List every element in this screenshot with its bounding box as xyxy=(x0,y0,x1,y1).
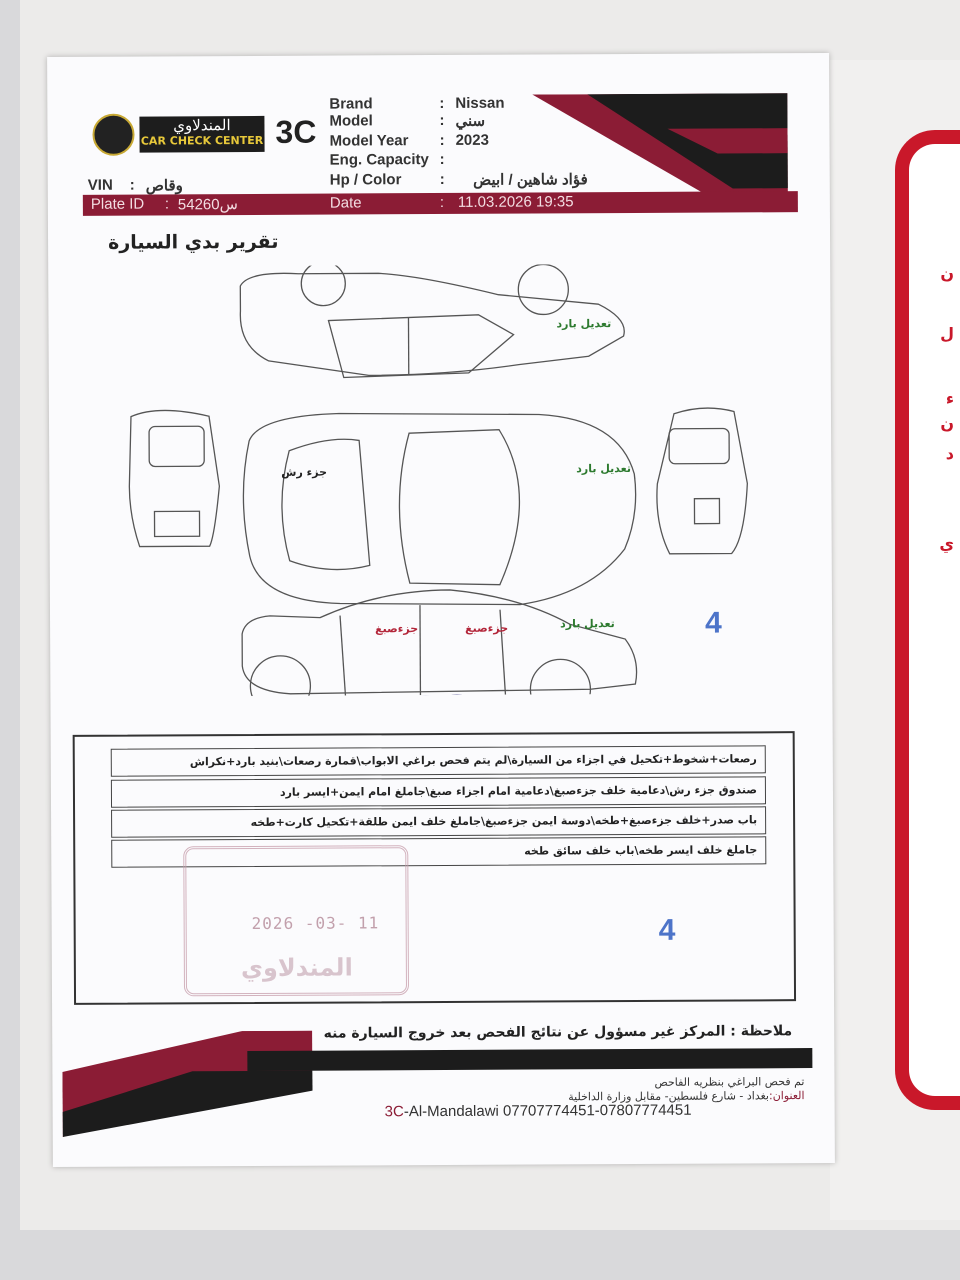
side-card-frame: ن ل ء ن د ي xyxy=(895,130,960,1110)
model-label: Model xyxy=(329,112,373,130)
finding-row: رصعات+شخوط+تكحيل في اجزاء من السيارة\لم … xyxy=(110,745,766,777)
plate-label: Plate ID xyxy=(90,195,145,213)
note-front-fender: تعديل بارد xyxy=(560,617,615,631)
inspection-stamp: 2026 -03- 11 المندلاوي xyxy=(183,845,410,997)
vin-label: VIN xyxy=(87,176,113,194)
separator: : xyxy=(439,150,445,169)
contact-phones: -Al-Mandalawi 07707774451-07807774451 xyxy=(403,1101,692,1121)
side-card-text: د xyxy=(945,444,954,463)
stamp-name: المندلاوي xyxy=(240,953,353,983)
handwritten-count: 4 xyxy=(704,606,722,640)
car-rear-view xyxy=(128,409,221,548)
side-card-text: ل xyxy=(940,324,954,343)
car-body-diagram xyxy=(128,263,748,697)
model-year-label: Model Year xyxy=(329,132,409,150)
plate-date-bar: Plate ID : 54260س Date : 11.03.2026 19:3… xyxy=(82,191,798,216)
finding-row: باب صدر+خلف جزءصبغ+طخه\دوسة ايمن جزءصبغ\… xyxy=(111,806,767,838)
address-label: العنوان: xyxy=(768,1089,805,1103)
hp-color-label: Hp / Color xyxy=(329,171,402,189)
side-card-text: ن xyxy=(940,414,954,433)
note-front-door: جزءصبغ xyxy=(465,621,509,635)
car-top-view xyxy=(242,412,637,606)
date-label: Date xyxy=(329,194,362,212)
vin-value: وقاص xyxy=(145,177,183,195)
note-top-right: تعديل بارد xyxy=(556,317,612,331)
plate-value: 54260س xyxy=(177,196,238,214)
hp-color-value: فؤاد شاهين / ابيض xyxy=(473,171,588,189)
eng-capacity-label: Eng. Capacity xyxy=(329,151,429,169)
handwritten-count: 4 xyxy=(658,913,676,947)
side-card-text: ي xyxy=(939,534,954,553)
brand-mark: 3C xyxy=(275,113,317,150)
finding-row: صندوق جزء رش\دعامية خلف جزءصبغ\دعامية ام… xyxy=(110,776,767,808)
footer-line: تم فحص البراغي بنظريه الفاحص xyxy=(654,1075,805,1089)
note-hood: تعديل بارد xyxy=(576,462,632,476)
separator: : xyxy=(129,176,135,194)
model-year-value: 2023 xyxy=(455,131,489,149)
logo: المندلاوي CAR CHECK CENTER xyxy=(139,115,265,153)
separator: : xyxy=(439,193,445,212)
separator: : xyxy=(439,111,445,130)
separator: : xyxy=(439,131,445,150)
model-value: سني xyxy=(455,112,486,130)
car-right-side-view xyxy=(241,589,638,697)
side-card-text: ء xyxy=(945,389,954,408)
side-card-text: ن xyxy=(940,264,954,283)
car-front-view xyxy=(656,407,748,555)
note-rear-door: جزءصبغ xyxy=(375,622,419,636)
stamp-date: 2026 -03- 11 xyxy=(251,913,380,933)
brand-value: Nissan xyxy=(455,94,505,112)
report-title: تقرير بدي السيارة xyxy=(108,230,279,254)
car-left-side-view xyxy=(239,263,625,379)
findings-box: رصعات+شخوط+تكحيل في اجزاء من السيارة\لم … xyxy=(72,731,797,1005)
note-roof: جزء رش xyxy=(281,465,328,479)
header-wedge-graphic xyxy=(532,93,788,202)
handwritten-scribble xyxy=(410,694,476,697)
inspection-report: المندلاوي CAR CHECK CENTER 3C Brand Mode… xyxy=(47,52,835,1168)
logo-arabic: المندلاوي xyxy=(173,116,231,135)
logo-english: CAR CHECK CENTER xyxy=(140,133,264,148)
logo-emblem xyxy=(92,113,135,156)
date-value: 11.03.2026 19:35 xyxy=(457,193,574,211)
separator: : xyxy=(164,195,170,213)
footer-brand: 3C xyxy=(384,1103,404,1121)
contact-line: 3C-Al-Mandalawi 07707774451-07807774451 xyxy=(385,1102,692,1121)
separator: : xyxy=(439,94,445,113)
footer-bar xyxy=(247,1048,813,1072)
footer-wedge-graphic xyxy=(62,1030,313,1137)
brand-label: Brand xyxy=(329,95,373,113)
